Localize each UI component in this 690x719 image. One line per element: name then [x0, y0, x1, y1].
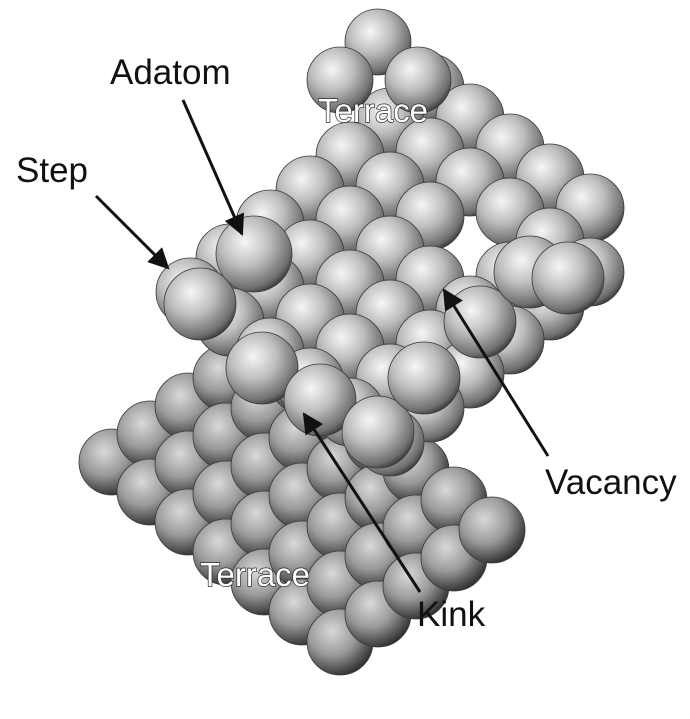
kink-label: Kink — [417, 595, 486, 634]
atom-sphere — [532, 242, 604, 314]
step-label: Step — [16, 151, 88, 190]
terrace-bottom-label: Terrace — [200, 556, 310, 593]
atom-sphere — [216, 216, 292, 292]
adatom-label: Adatom — [110, 53, 231, 92]
atom-sphere — [388, 342, 460, 414]
vacancy-label: Vacancy — [545, 463, 677, 502]
step-arrow-icon — [96, 196, 168, 268]
terrace-top-label: Terrace — [318, 92, 428, 129]
atom-sphere — [459, 497, 525, 563]
adatom-arrow-icon — [183, 100, 242, 234]
